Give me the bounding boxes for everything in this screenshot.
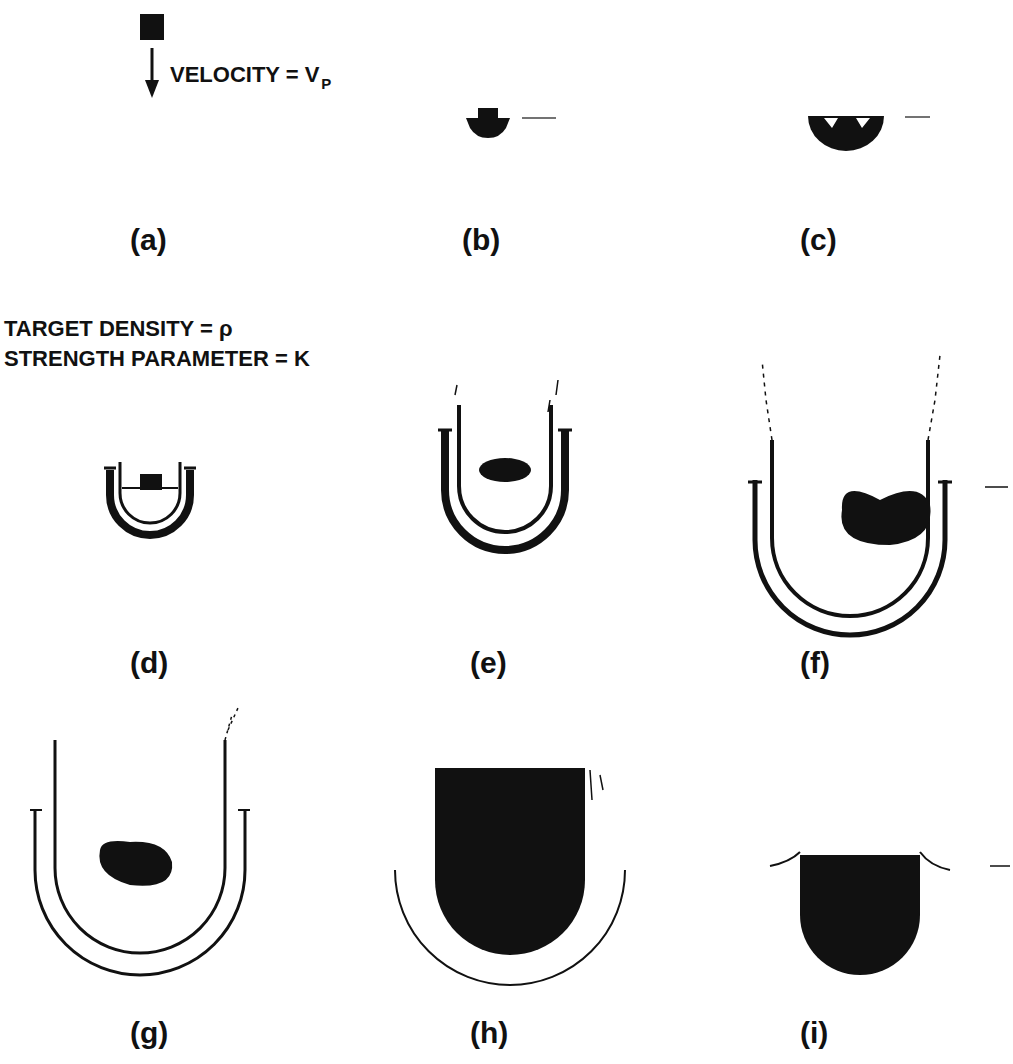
panel-letter: (d): [130, 648, 168, 678]
strength-label: STRENGTH PARAMETER = K: [4, 348, 310, 370]
panel-letter: (h): [470, 1018, 508, 1048]
velocity-label: VELOCITY = V: [170, 64, 319, 86]
panel-letter: (c): [800, 225, 837, 255]
impact-g: [30, 708, 250, 975]
impact-c: [808, 116, 930, 151]
impact-h: [395, 768, 625, 985]
panel-letter: (f): [800, 648, 830, 678]
projectile: [140, 14, 164, 40]
panel-letter: (a): [130, 225, 167, 255]
subscript: P: [321, 76, 331, 91]
panel-letter: (i): [800, 1018, 828, 1048]
density-label: TARGET DENSITY = ρ: [4, 318, 233, 340]
impact-f: [748, 355, 1008, 635]
impact-i: [770, 852, 1010, 975]
impact-b: [466, 108, 556, 138]
panel-letter: (e): [470, 648, 507, 678]
panel-letter: (b): [462, 225, 500, 255]
panel-letter: (g): [130, 1018, 168, 1048]
impact-e: [438, 380, 572, 550]
arrow-head: [145, 80, 159, 98]
impact-d: [104, 462, 196, 535]
